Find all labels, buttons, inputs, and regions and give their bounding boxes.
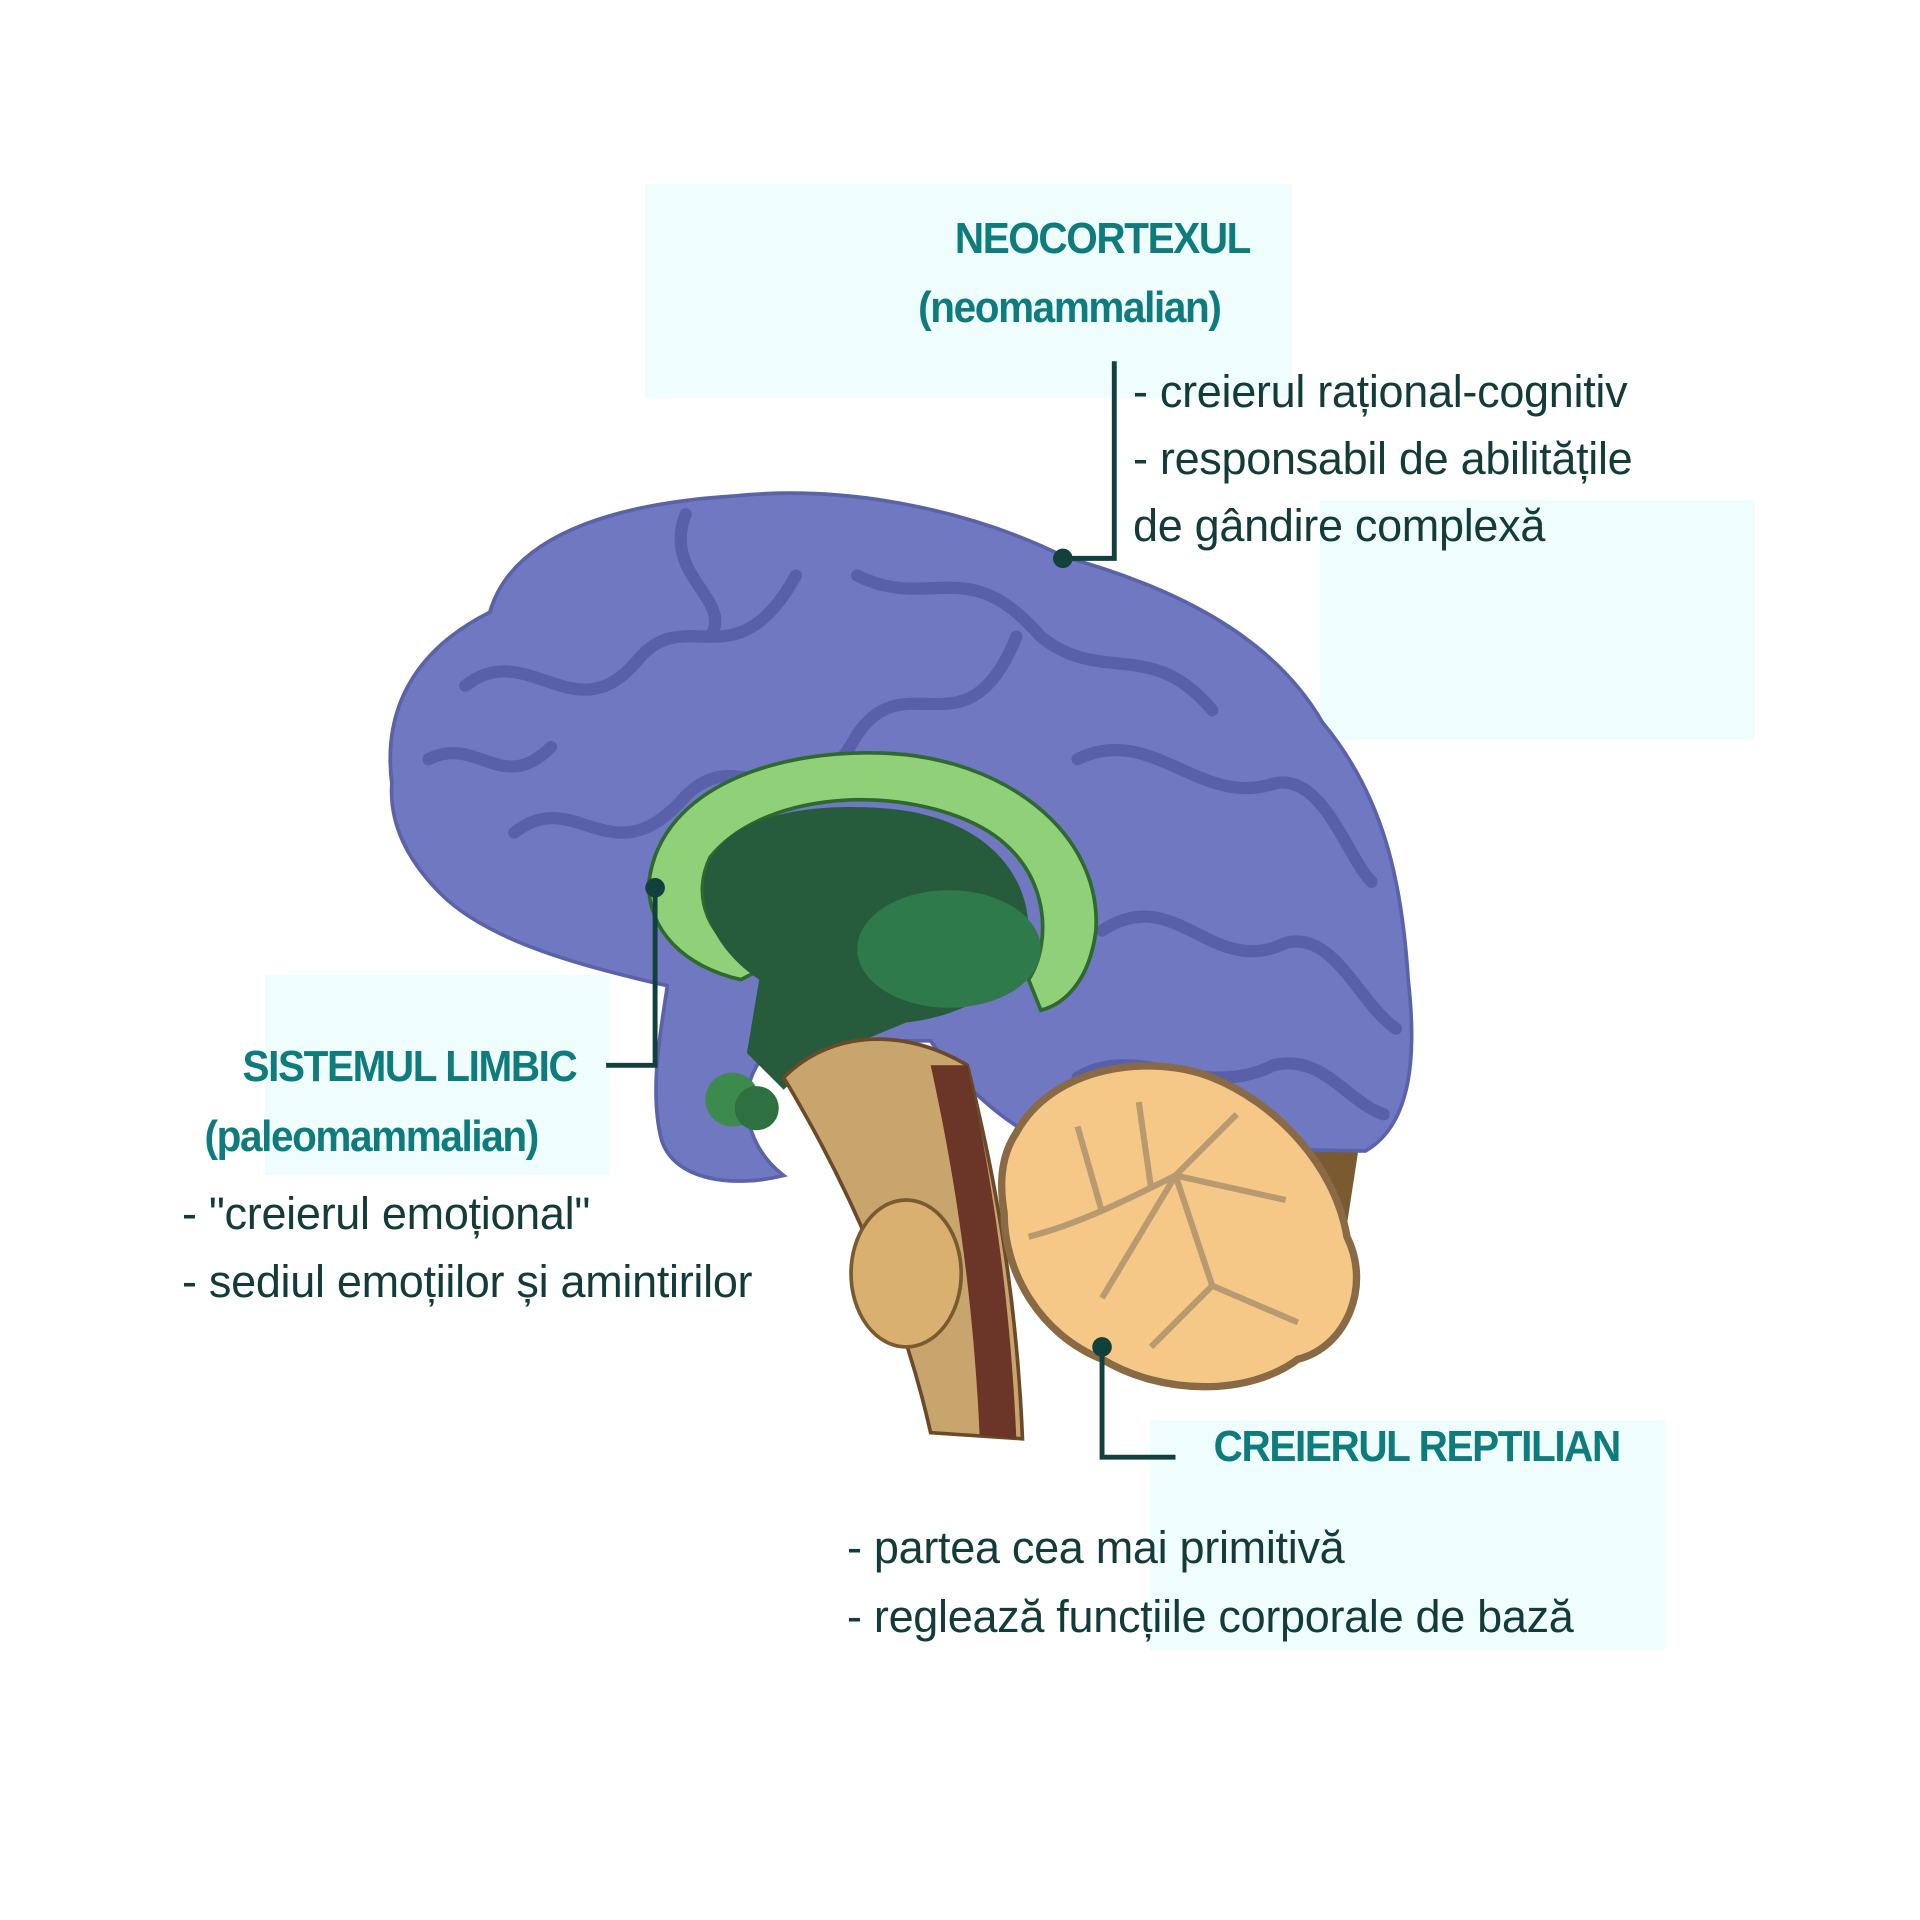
limbic-bullet: - sediul emoțiilor și amintirilor (182, 1256, 753, 1307)
reptilian-bullet: - partea cea mai primitivă (847, 1522, 1345, 1573)
neocortex-bullet: - creierul rațional-cognitiv (1133, 366, 1628, 417)
limbic-title: SISTEMUL LIMBIC (242, 1042, 578, 1091)
reptilian-title: CREIERUL REPTILIAN (1213, 1422, 1622, 1471)
limbic-subtitle: (paleomammalian) (204, 1112, 539, 1161)
label-background (1320, 500, 1755, 740)
label-background (645, 184, 1292, 398)
cerebellum-branches (1027, 1101, 1300, 1350)
pons (849, 1198, 964, 1349)
pointer-dot-neocortex (1053, 548, 1073, 569)
reptilian-bullet: - reglează funcțiile corporale de bază (847, 1591, 1574, 1642)
neocortex-title: NEOCORTEXUL (954, 214, 1252, 263)
pointer-dot-reptilian (1092, 1337, 1112, 1357)
label-background (1150, 1420, 1665, 1650)
neocortex-bullet: de gândire complexă (1133, 500, 1546, 551)
neocortex-bullet: - responsabil de abilitățile (1133, 433, 1633, 484)
pointer-lines (606, 361, 1176, 1460)
limbic-bullet: - "creierul emoțional" (182, 1188, 591, 1239)
label-background (265, 975, 610, 1175)
pointer-dot-limbic (645, 877, 665, 898)
neocortex-subtitle: (neomammalian) (918, 283, 1222, 332)
thalamus (857, 890, 1041, 1008)
